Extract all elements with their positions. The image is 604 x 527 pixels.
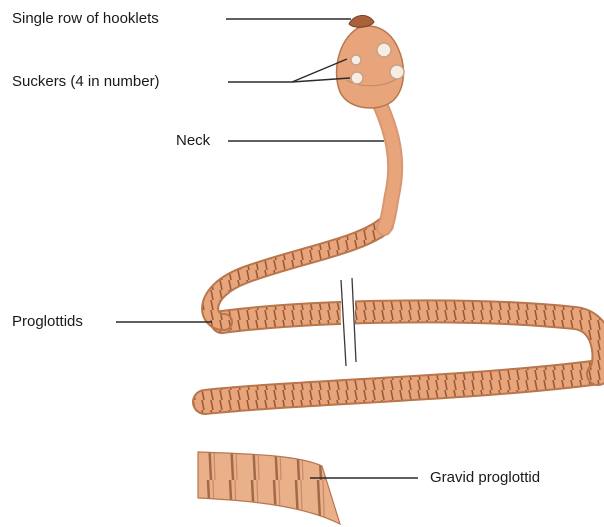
label-neck: Neck [176, 132, 210, 150]
label-proglottids: Proglottids [12, 313, 83, 331]
sucker-3 [390, 65, 404, 79]
rostellum-hooklets [349, 15, 374, 27]
gravid-proglottid-section [198, 452, 340, 524]
label-suckers: Suckers (4 in number) [12, 73, 160, 91]
sucker-2 [351, 55, 361, 65]
sucker-4 [351, 72, 363, 84]
label-gravid-proglottid: Gravid proglottid [430, 469, 540, 487]
label-hooklets: Single row of hooklets [12, 10, 159, 28]
sucker-1 [377, 43, 391, 57]
